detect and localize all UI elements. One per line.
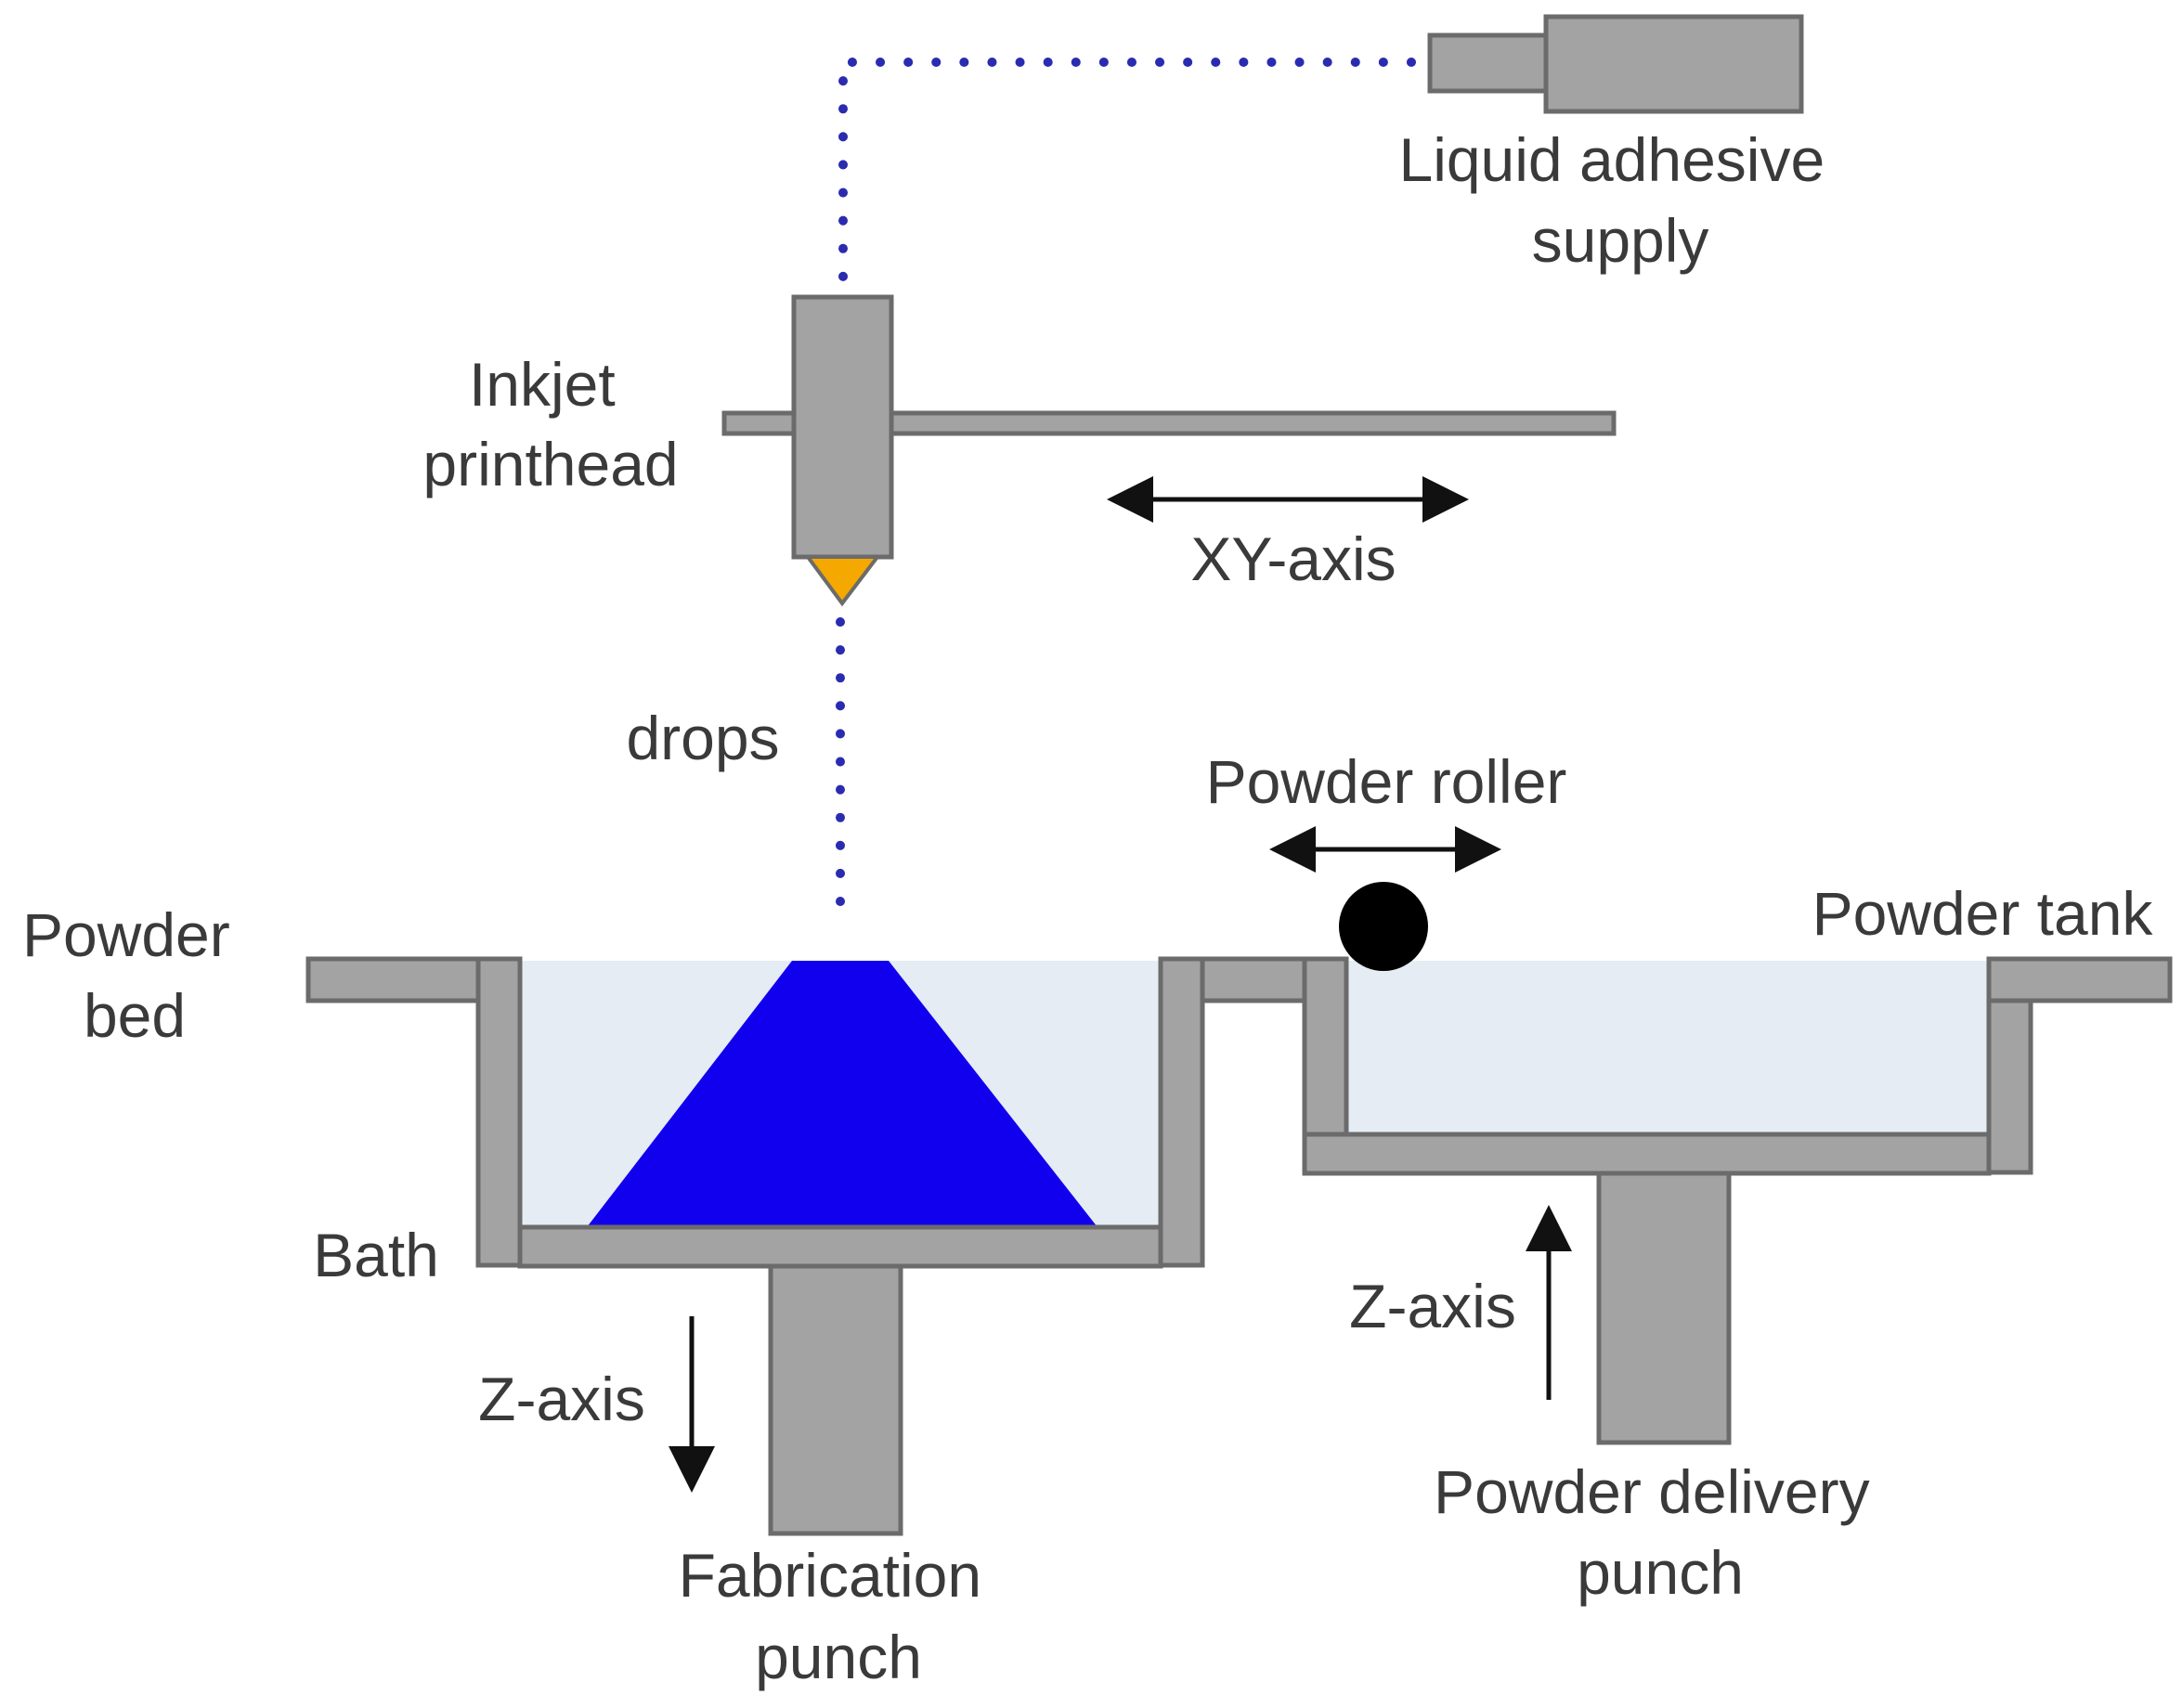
powder-region-tank — [1337, 961, 1992, 1137]
bath-wall-left — [475, 956, 523, 1268]
powder-tank — [1302, 956, 2173, 1176]
bath-label: Bath — [313, 1221, 439, 1289]
supply-body — [1543, 14, 1804, 114]
adhesive-feed-line — [838, 58, 1416, 288]
inkjet-printhead — [791, 294, 894, 560]
printhead-rail — [721, 410, 1617, 436]
z-axis-right-label: Z-axis — [1349, 1272, 1516, 1340]
powder-tank-label: Powder tank — [1812, 879, 2154, 948]
printed-object — [587, 961, 1097, 1227]
fabrication-punch — [768, 1263, 903, 1536]
powder-delivery-punch — [1596, 1171, 1732, 1445]
powder-roller-label: Powder roller — [1206, 747, 1567, 816]
drops-label: drops — [626, 704, 779, 772]
xy-axis-label: XY-axis — [1190, 524, 1396, 593]
liquid-adhesive-supply-label: Liquid adhesive supply — [1398, 125, 1841, 275]
fabrication-platform — [517, 1224, 1163, 1269]
liquid-adhesive-supply — [1427, 14, 1804, 114]
powder-bed-label: Powder bed — [22, 900, 247, 1050]
tank-ledge-right — [1986, 956, 2173, 1003]
powder-delivery-punch-label: Powder delivery punch — [1434, 1457, 1887, 1607]
fabrication-punch-label: Fabrication punch — [679, 1541, 999, 1691]
supply-nozzle — [1427, 32, 1558, 94]
tank-platform — [1302, 1132, 1992, 1176]
inkjet-printhead-label: Inkjet printhead — [422, 350, 678, 498]
z-axis-left-label: Z-axis — [478, 1365, 645, 1433]
bath-wall-right — [1158, 956, 1205, 1268]
powder-roller — [1339, 882, 1428, 971]
nozzle-tip — [804, 555, 882, 607]
